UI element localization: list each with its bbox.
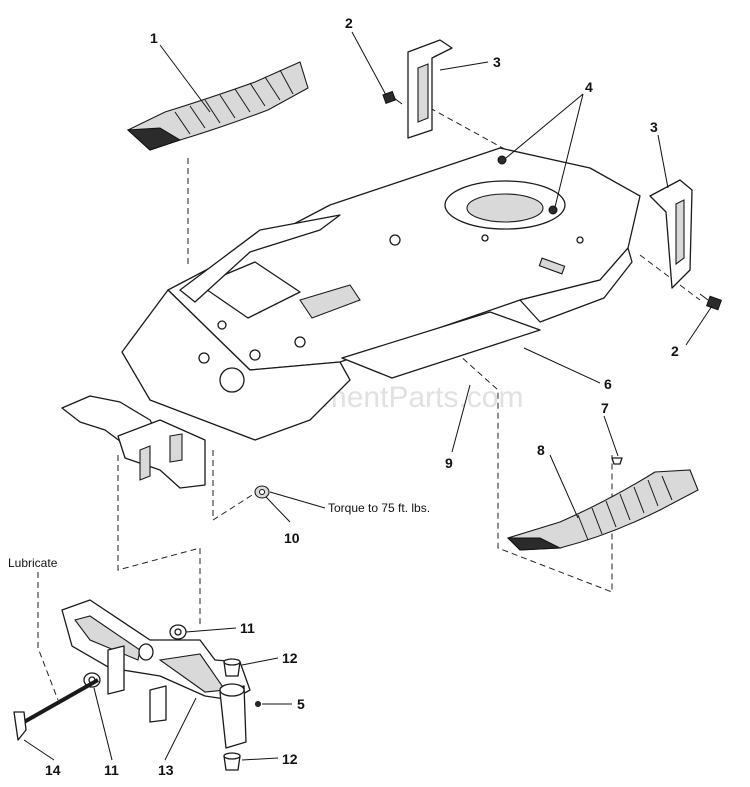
- grease-fitting: [255, 701, 261, 707]
- callout-4: 4: [585, 79, 593, 95]
- callout-1: 1: [150, 30, 158, 46]
- callout-11-upper: 11: [240, 620, 255, 636]
- torque-note: Torque to 75 ft. lbs.: [328, 501, 430, 515]
- frame-fasteners: [497, 155, 558, 215]
- callout-3-upper: 3: [493, 54, 501, 70]
- upper-bracket: [407, 39, 453, 139]
- callout-7: 7: [601, 400, 609, 416]
- nut: [254, 485, 270, 499]
- pivot-bolt: [13, 678, 99, 741]
- callout-2-right: 2: [671, 343, 679, 359]
- bushings: [223, 658, 241, 771]
- callouts: 1 2 3 4 3 2 6 7 8 9 10 11 12 5 12 14 11 …: [45, 15, 679, 778]
- front-axle: [61, 599, 251, 749]
- leader-lines: [23, 31, 713, 761]
- callout-10: 10: [284, 530, 300, 546]
- left-footrest-mat: [126, 61, 309, 151]
- bolt-upper: [382, 90, 403, 105]
- callout-5: 5: [297, 696, 305, 712]
- callout-12-lower: 12: [282, 751, 298, 767]
- callout-9: 9: [445, 455, 453, 471]
- callout-13: 13: [158, 762, 174, 778]
- callout-8: 8: [537, 442, 545, 458]
- callout-11-lower: 11: [104, 762, 119, 778]
- callout-6: 6: [604, 376, 612, 392]
- callout-2-upper: 2: [345, 15, 353, 31]
- bolt-right: [699, 293, 722, 311]
- callout-12-upper: 12: [282, 650, 298, 666]
- right-bracket: [649, 179, 693, 289]
- main-frame: [61, 147, 641, 489]
- washers: [83, 624, 187, 688]
- right-footrest-mat: [506, 469, 699, 551]
- lubricate-note: Lubricate: [8, 556, 58, 570]
- callout-3-right: 3: [650, 119, 658, 135]
- callout-14: 14: [45, 762, 61, 778]
- screw: [611, 457, 623, 465]
